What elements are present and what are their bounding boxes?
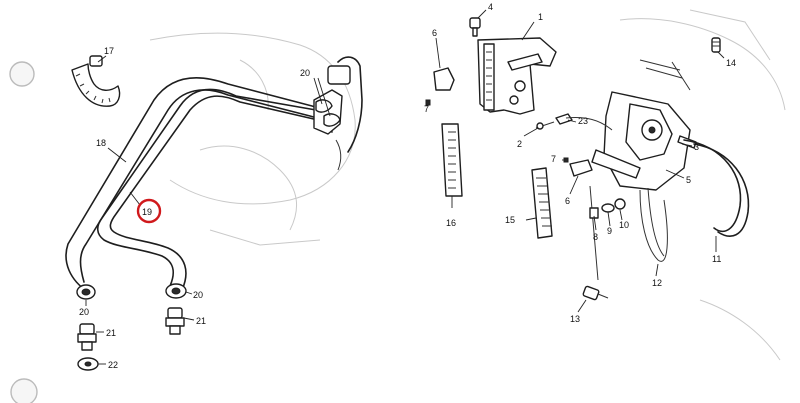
- binder-hole-top: [9, 61, 35, 87]
- callout-17: 17: [104, 46, 114, 56]
- callout-7-top: 7: [424, 104, 429, 114]
- part-4-bolt: [469, 17, 481, 37]
- part-15-strip: [531, 167, 553, 239]
- callout-9: 9: [607, 226, 612, 236]
- part-20-clamps-bottom: [76, 283, 187, 300]
- callout-labels: 1 2 3 4 5 6 6 7 7 8 9 10 11 12 13 14 15 …: [79, 2, 736, 370]
- part-1-bracket: [477, 37, 557, 115]
- callout-13: 13: [570, 314, 580, 324]
- callout-1: 1: [538, 12, 543, 22]
- part-11-12-cables: [639, 139, 750, 262]
- part-6-7-lower: [563, 157, 593, 177]
- part-13-sensor: [582, 285, 609, 301]
- callout-19: 19: [142, 207, 152, 217]
- callout-3: 3: [694, 142, 699, 152]
- callout-11: 11: [712, 254, 721, 264]
- callout-6-lower: 6: [565, 196, 570, 206]
- callout-20-left: 20: [79, 307, 89, 317]
- background-engine-sketch: [149, 9, 786, 361]
- callout-18: 18: [96, 138, 106, 148]
- callout-10: 10: [619, 220, 629, 230]
- callout-6-top: 6: [432, 28, 437, 38]
- highlight-circle-19: [136, 198, 162, 224]
- callout-21-left: 21: [106, 328, 116, 338]
- part-14-fastener: [711, 37, 721, 53]
- part-6-7-knob: [425, 67, 455, 106]
- callout-16: 16: [446, 218, 456, 228]
- part-8-9-10-fasteners: [589, 185, 626, 281]
- callout-4: 4: [488, 2, 493, 12]
- callout-22: 22: [108, 360, 118, 370]
- part-17-clamp: [71, 55, 121, 107]
- callout-23: 23: [578, 116, 588, 126]
- callout-14: 14: [726, 58, 736, 68]
- callout-5: 5: [686, 175, 691, 185]
- callout-2: 2: [517, 139, 522, 149]
- callout-15: 15: [505, 215, 515, 225]
- binder-hole-bottom: [10, 378, 38, 403]
- callout-7-lower: 7: [551, 154, 556, 164]
- part-16-strip: [441, 123, 463, 197]
- part-5-lever-assembly: [565, 59, 697, 191]
- callout-8: 8: [593, 232, 598, 242]
- callout-20-top: 20: [300, 68, 310, 78]
- callout-21-right: 21: [196, 316, 206, 326]
- part-2-23-linkage: [535, 113, 573, 130]
- callout-12: 12: [652, 278, 662, 288]
- callout-20-right: 20: [193, 290, 203, 300]
- leader-lines: [85, 9, 725, 365]
- part-22-washer: [77, 357, 99, 371]
- part-21-unions: [77, 307, 185, 351]
